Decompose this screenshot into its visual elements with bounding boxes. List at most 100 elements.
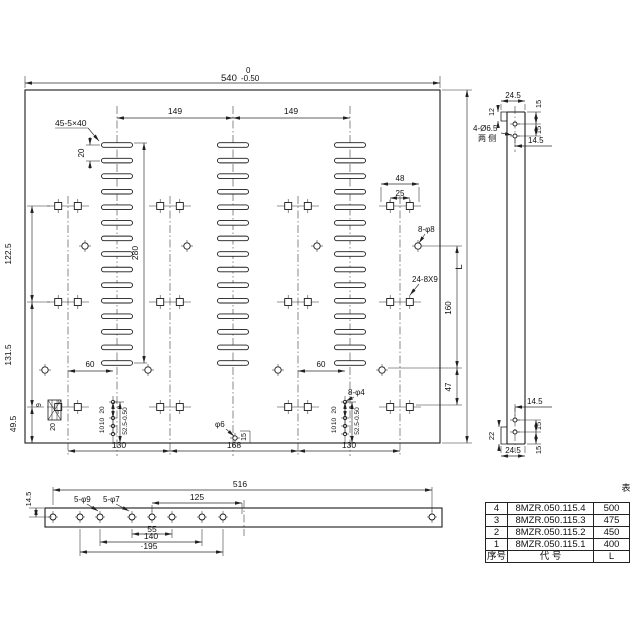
table-cell-length: 400 [593, 538, 631, 551]
square-hole [73, 298, 82, 306]
slot [334, 344, 366, 351]
slot [101, 313, 133, 320]
dim-130a-text: 130 [112, 440, 126, 450]
slot [217, 235, 249, 242]
slot [334, 282, 366, 288]
table-cell-length: 500 [593, 502, 631, 515]
dim-149: 149 149 [117, 106, 350, 120]
square-hole [405, 403, 414, 411]
square-hole [303, 403, 312, 411]
slot [217, 329, 249, 335]
square-hole [54, 403, 63, 411]
slot [101, 157, 133, 164]
slot [334, 251, 366, 257]
slot [101, 266, 133, 273]
dim-20-text: 20 [77, 148, 86, 157]
square-hole [284, 202, 293, 210]
side-bar-dims-top: 24.5 12 4-Ø6.5 两 侧 15 15 14.5 [473, 91, 552, 148]
bar-hole [428, 513, 436, 521]
phi8-hole [41, 366, 49, 374]
table-cell-seq: 4 [484, 502, 509, 515]
label-8-phi4: 8-φ4 [348, 388, 365, 397]
corner-detail [47, 399, 62, 421]
dim-L-text: L [454, 264, 465, 269]
square-hole [284, 298, 293, 306]
square-hole [303, 298, 312, 306]
dim-540-tol: -0.50 [241, 74, 260, 83]
bottom-bar-dims: 516 14.5 5-φ9 5-φ7 125 55 140 ·195 [24, 479, 433, 556]
square-hole [284, 403, 293, 411]
side-hole [512, 121, 518, 127]
label-4-phi6.5: 4-Ø6.5 [473, 124, 498, 133]
table-cell-length: 475 [593, 514, 631, 527]
callout-8-phi8: 8-φ8 [418, 225, 435, 244]
slot [334, 142, 366, 148]
dim-60b-text: 60 [317, 360, 326, 369]
dim-bottom-chain: 130 168 130 [68, 440, 400, 453]
dim-24.5-top: 24.5 [505, 91, 521, 100]
callout-24-8x9: 24-8X9 [409, 275, 438, 296]
dim-280-text: 280 [130, 246, 140, 260]
callout-phi6: φ6 15 [215, 420, 251, 443]
top-step [500, 111, 507, 122]
slot [217, 251, 249, 257]
square-hole [54, 298, 63, 306]
square-hole [156, 298, 165, 306]
dim-25-text: 25 [396, 189, 405, 198]
dim-9-text: 9 [36, 403, 43, 407]
table-cell-code: 8MZR.050.115.1 [507, 538, 595, 551]
square-hole [303, 202, 312, 210]
dim-60: 60 60 [68, 360, 345, 373]
dim-516-text: 516 [233, 479, 247, 489]
square-hole [386, 298, 395, 306]
phi8-hole [183, 242, 191, 250]
dim-15-mid-text: 15 [241, 433, 248, 441]
label-24-8x9: 24-8X9 [412, 275, 438, 284]
table-caption: 表 [621, 482, 630, 493]
slot [334, 297, 366, 304]
bar-hole [76, 513, 84, 521]
dim-15-bot-a: 15 [534, 422, 543, 430]
side-hole [512, 417, 518, 423]
square-hole [405, 202, 414, 210]
callout-8-phi4: 8-φ4 [345, 388, 365, 402]
slot [217, 360, 249, 366]
dim-48-25: 48 25 [380, 174, 420, 202]
dim-52.5-left: 52.5-0.50 [122, 407, 129, 435]
dim-20b-text: 20 [50, 423, 57, 431]
dim-s10a-left: 10 [99, 418, 106, 426]
slot [334, 188, 366, 195]
dim-52.5-right-sup: 0 [349, 406, 355, 409]
square-holes [47, 199, 421, 414]
dim-140-text: 140 [144, 531, 158, 541]
slot [101, 204, 133, 211]
dim-160-text: 160 [444, 301, 453, 315]
side-bar-view [500, 106, 526, 452]
dim-60a-text: 60 [86, 360, 95, 369]
dim-49.5-text: 49.5 [8, 415, 18, 432]
dim-15-bot-b: 15 [534, 446, 543, 454]
slot [334, 360, 366, 366]
dim-195-text: ·195 [140, 541, 157, 551]
square-hole [156, 403, 165, 411]
slot [334, 220, 366, 226]
phi8-hole [274, 366, 282, 374]
dim-phi4-right: 20 10 10 52.5-0.50 0 [331, 401, 361, 443]
side-hole [512, 133, 518, 139]
slot [334, 266, 366, 273]
dim-14.5-bar: 14.5 [24, 492, 33, 507]
bottom-bar-holes [48, 511, 437, 523]
bar-hole [219, 513, 227, 521]
slot [101, 329, 133, 335]
dim-47-text: 47 [444, 382, 453, 391]
slot [101, 220, 133, 226]
dim-s10b-left: 10 [99, 426, 106, 434]
dim-12-text: 12 [489, 108, 496, 116]
square-hole [175, 298, 184, 306]
slot [334, 173, 366, 179]
dim-s20-right: 20 [331, 406, 338, 414]
dim-24.5-bottom: 24.5 [505, 446, 521, 455]
